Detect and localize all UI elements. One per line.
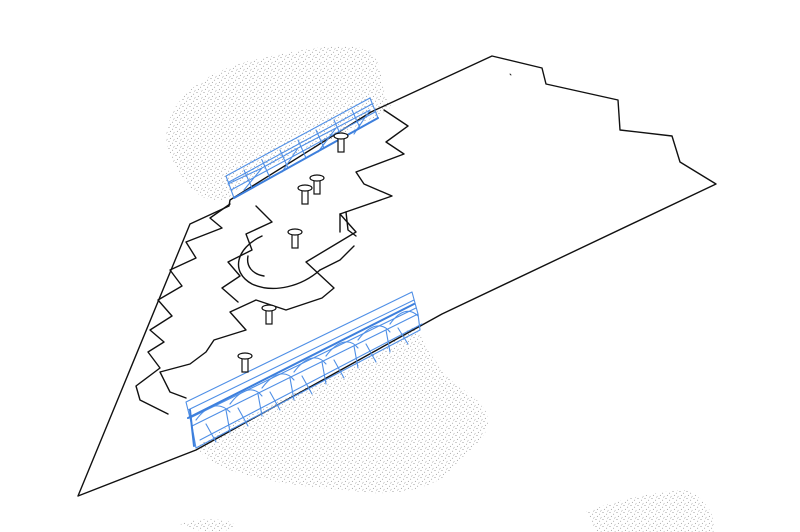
plaza-curve-outer (237, 235, 321, 290)
wall-post-back (345, 211, 357, 237)
stipple-patch-bottom (196, 326, 489, 494)
bollards (237, 132, 349, 373)
stipple-patch-corner (586, 490, 714, 532)
bollard (237, 352, 253, 373)
frame-south-column-left (189, 409, 195, 447)
site-marker-dot (509, 73, 512, 76)
frame-north-bracing (227, 109, 371, 191)
stipple-patch-top (166, 45, 392, 201)
bollard (309, 174, 325, 195)
paving-zones (135, 73, 512, 415)
stipple-patch-edge (180, 519, 234, 532)
frame-south-bracing (205, 327, 409, 443)
ground-texture (166, 45, 714, 532)
frame-north-posts (243, 109, 361, 189)
bollard (287, 228, 303, 249)
zone-step-boundary-west (135, 203, 231, 415)
frame-south-base-inner (199, 323, 423, 441)
frame-south-arches (195, 310, 419, 421)
frame-south-base (195, 329, 421, 449)
site-plane-outline (77, 55, 717, 497)
bollard (333, 132, 349, 153)
bollard (261, 304, 277, 325)
frame-north-edge (233, 117, 379, 199)
zone-step-boundary-central (159, 109, 409, 399)
frame-south-beam (187, 303, 415, 419)
plaza-step-edge (319, 245, 355, 271)
plaza-curve-inner (246, 255, 265, 277)
bollard (297, 184, 313, 205)
frame-structure-south (185, 291, 423, 449)
frame-structure-north (225, 97, 379, 199)
